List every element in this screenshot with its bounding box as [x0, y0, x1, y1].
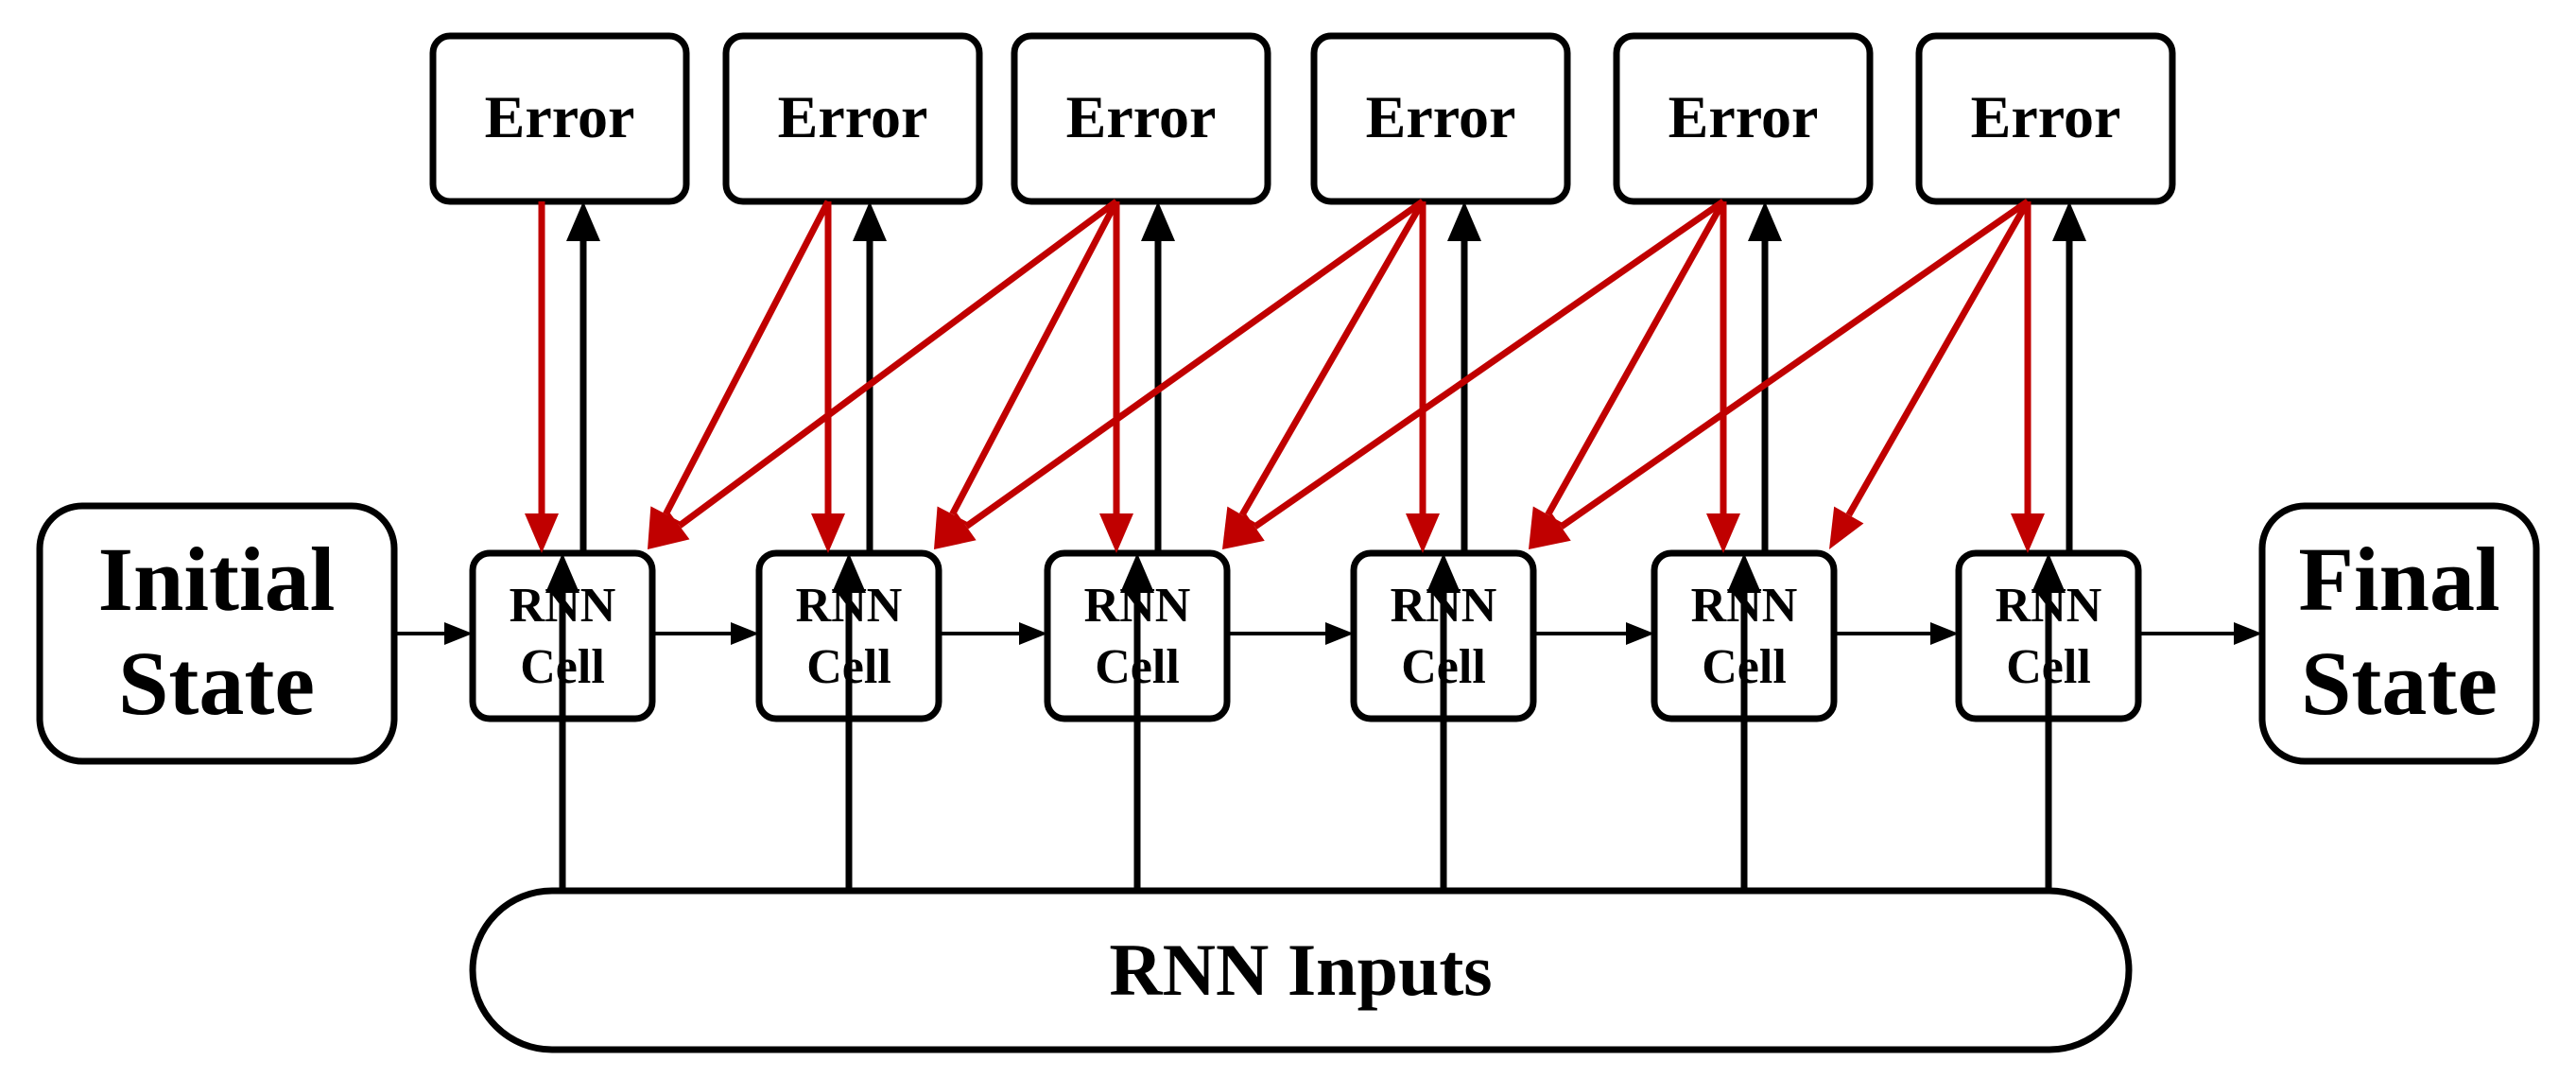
error-label: Error	[1366, 83, 1516, 150]
state-arrow-3	[1227, 622, 1354, 645]
output-arrow-1	[566, 201, 600, 553]
output-arrow-6	[2052, 201, 2086, 553]
error-box-3: Error	[1011, 32, 1271, 205]
output-arrow-3	[1141, 201, 1175, 553]
initial-state-node: Initial State	[36, 502, 398, 765]
initial-state-line2: State	[118, 633, 315, 734]
error-box-4: Error	[1310, 32, 1571, 205]
error-backprop-arrow-5-to-4	[1529, 200, 1727, 549]
error-label: Error	[1971, 83, 2121, 150]
error-label: Error	[1668, 83, 1819, 150]
error-backprop-arrow-6-to-6	[2011, 201, 2045, 553]
error-backprop-arrow-6-to-5	[1829, 200, 2031, 549]
error-label: Error	[485, 83, 635, 150]
error-label: Error	[778, 83, 928, 150]
final-state-line2: State	[2301, 633, 2498, 734]
input-arrow-6	[2031, 553, 2066, 891]
error-backprop-arrow-3-to-3	[1099, 201, 1133, 553]
error-backprop-arrow-1-to-1	[525, 201, 559, 553]
output-arrow-5	[1748, 201, 1782, 553]
state-arrow-6	[2138, 622, 2262, 645]
input-arrow-1	[545, 553, 579, 891]
error-box-1: Error	[429, 32, 690, 205]
input-arrow-3	[1120, 553, 1154, 891]
state-arrow-4	[1533, 622, 1654, 645]
output-arrow-2	[853, 201, 887, 553]
error-backprop-arrow-4-to-2	[934, 199, 1426, 549]
error-box-6: Error	[1915, 32, 2176, 205]
error-backprop-arrow-5-to-5	[1706, 201, 1740, 553]
input-arrow-4	[1426, 553, 1461, 891]
error-backprop-arrow-3-to-2	[934, 200, 1120, 549]
error-box-2: Error	[722, 32, 983, 205]
error-backprop-arrow-6-to-4	[1529, 199, 2031, 549]
error-box-5: Error	[1613, 32, 1874, 205]
rnn-inputs-label: RNN Inputs	[1109, 929, 1492, 1011]
input-arrow-5	[1727, 553, 1761, 891]
state-arrow-5	[1834, 622, 1959, 645]
error-backprop-arrow-4-to-3	[1222, 200, 1426, 549]
final-state-node: Final State	[2258, 502, 2540, 765]
initial-to-cell-arrow	[394, 622, 473, 645]
error-backprop-arrow-5-to-3	[1222, 199, 1725, 549]
output-arrow-4	[1447, 201, 1481, 553]
dynamic-layer: RNNCellErrorRNNCellErrorRNNCellErrorRNNC…	[394, 32, 2262, 891]
state-arrow-1	[652, 622, 759, 645]
rnn-inputs-node: RNN Inputs	[469, 887, 2133, 1053]
input-arrow-2	[832, 553, 866, 891]
error-backprop-arrow-2-to-2	[811, 201, 845, 553]
error-label: Error	[1066, 83, 1217, 150]
error-backprop-arrow-2-to-1	[648, 200, 832, 549]
initial-state-line1: Initial	[98, 529, 336, 630]
error-backprop-arrow-3-to-1	[648, 199, 1119, 549]
final-state-line1: Final	[2298, 529, 2499, 630]
error-backprop-arrow-4-to-4	[1406, 201, 1440, 553]
state-arrow-2	[939, 622, 1047, 645]
